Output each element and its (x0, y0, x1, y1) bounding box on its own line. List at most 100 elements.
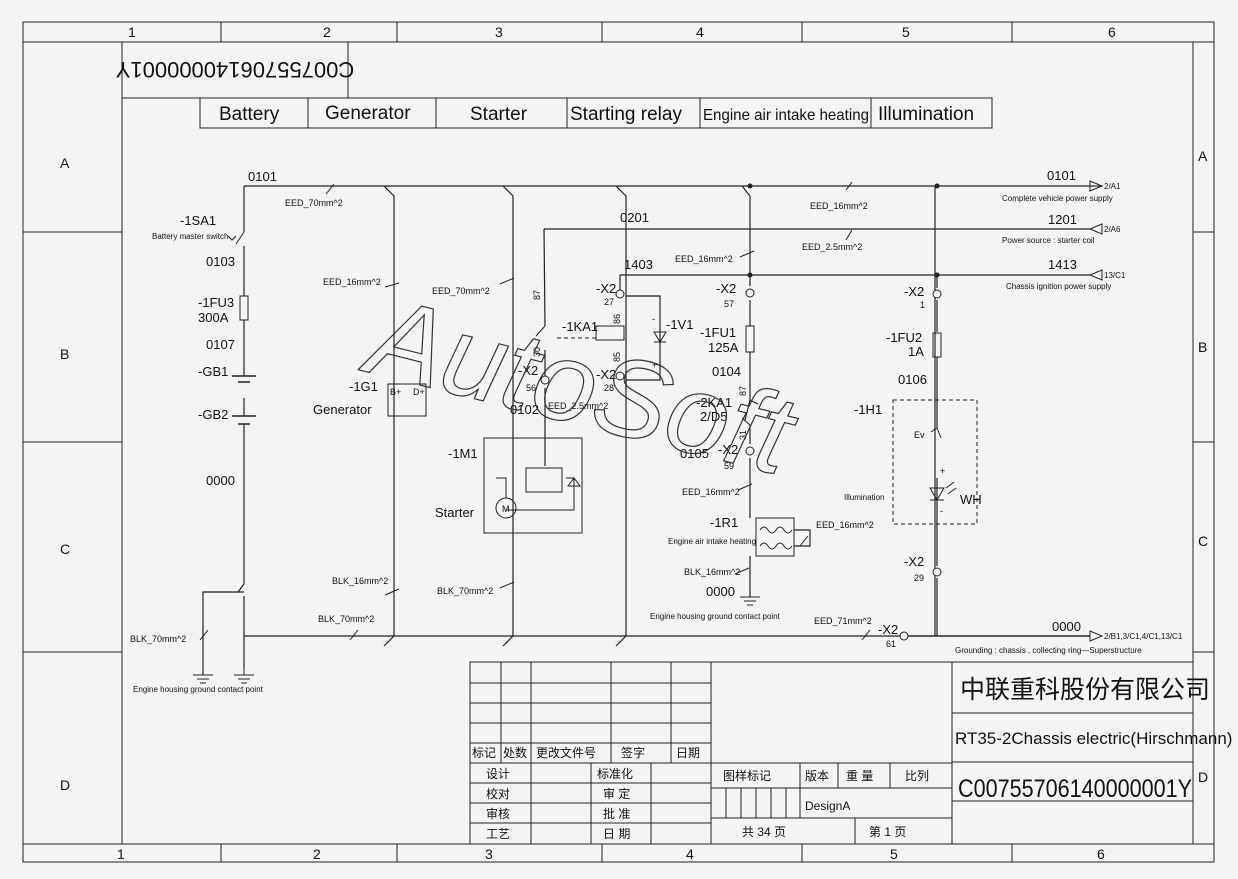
bottom-col-5: 5 (890, 846, 898, 862)
rev-doc: 更改文件号 (536, 745, 596, 760)
output-ref-2a6: 2/A6 (1104, 225, 1121, 234)
tab-starting-relay: Starting relay (570, 104, 682, 125)
generator-symbol (387, 196, 427, 417)
h1-minus: - (940, 506, 943, 516)
fuses (239, 295, 942, 358)
pin-30: 30 (532, 347, 542, 357)
output-ref-2a1: 2/A1 (1104, 182, 1121, 191)
wire-0000-heater: 0000 (706, 584, 735, 599)
h1-plus: + (940, 466, 945, 476)
pin-27: 27 (604, 297, 614, 307)
label-wh: WH (960, 492, 982, 507)
tb-review: 审核 (486, 806, 510, 821)
wire-0106: 0106 (898, 372, 927, 387)
wire-0105: 0105 (680, 446, 709, 461)
pin-87-b: 87 (738, 386, 748, 396)
label-1g1: -1G1 (349, 379, 378, 394)
wire-1403: 1403 (624, 257, 653, 272)
left-row-d: D (60, 777, 70, 793)
rev-count: 处数 (503, 745, 527, 760)
tab-generator: Generator (325, 103, 411, 124)
spec-eed70-top: EED_70mm^2 (285, 198, 343, 208)
pin-59: 59 (724, 461, 734, 471)
label-x2-59: -X2 (718, 442, 738, 457)
label-1fu1: -1FU1 (700, 325, 736, 340)
spec-eed70-starter: EED_70mm^2 (432, 286, 490, 296)
batteries (232, 375, 256, 425)
wire-0104: 0104 (712, 364, 741, 379)
right-row-a: A (1198, 148, 1208, 164)
output-arrows (1088, 180, 1104, 642)
spec-blk16-r1: BLK_16mm^2 (684, 567, 740, 577)
desc-illumination: Illumination (844, 493, 884, 502)
label-1m1: -1M1 (448, 446, 478, 461)
wire-0201: 0201 (620, 210, 649, 225)
tb-company: 中联重科股份有限公司 (960, 675, 1210, 704)
terminal-x2-28 (615, 371, 625, 381)
tb-approve-check: 审 定 (603, 786, 630, 801)
output-desc-2a6: Power source : starter coil (1002, 236, 1095, 245)
junction-dots (747, 183, 940, 278)
spec-eed16-r1: EED_16mm^2 (816, 520, 874, 530)
spec-eed16-1403: EED_16mm^2 (675, 254, 733, 264)
label-x2-27: -X2 (596, 281, 616, 296)
pin-1: 1 (920, 300, 925, 310)
bottom-col-2: 2 (313, 846, 321, 862)
frame-labels: 1 2 3 4 5 6 1 2 3 4 5 6 A B C D A B C D (60, 24, 1208, 862)
terminal-x2-56 (540, 375, 550, 385)
output-desc-ground: Grounding : chassis , collecting ring—Su… (955, 646, 1142, 655)
label-1fu1-rating: 125A (708, 340, 739, 355)
label-x2-56: -X2 (518, 363, 538, 378)
wire-0000-right: 0000 (1052, 619, 1081, 634)
left-row-c: C (60, 541, 70, 557)
gen-dplus: D+ (413, 387, 425, 397)
pin-85: 85 (612, 352, 622, 362)
label-2ka1-ref: 2/D5 (700, 409, 727, 424)
watermark: AutoSoft (352, 272, 809, 500)
tab-battery: Battery (219, 104, 280, 125)
pin-57: 57 (724, 299, 734, 309)
arrow-13c1 (1088, 269, 1103, 281)
label-gb1: -GB1 (198, 364, 228, 379)
terminal-x2-57 (745, 288, 755, 298)
spec-eed16-heat: EED_16mm^2 (682, 487, 740, 497)
arrow-ground (1089, 630, 1104, 642)
title-block (469, 661, 1194, 845)
output-ref-13c1: 13/C1 (1104, 271, 1126, 280)
right-row-b: B (1198, 339, 1207, 355)
tb-version: 版本 (805, 769, 829, 783)
bottom-col-3: 3 (485, 846, 493, 862)
rev-date: 日期 (676, 746, 700, 760)
battery-master-switch (227, 231, 245, 245)
left-row-b: B (60, 346, 69, 362)
wire-1413: 1413 (1048, 257, 1077, 272)
motor-m: M (502, 504, 510, 514)
wire-0107: 0107 (206, 337, 235, 352)
pin-28: 28 (604, 383, 614, 393)
desc-battery-switch: Battery master switch (152, 232, 228, 241)
top-col-2: 2 (323, 24, 331, 40)
top-col-6: 6 (1108, 24, 1116, 40)
top-col-1: 1 (128, 24, 136, 40)
pin-56: 56 (526, 383, 536, 393)
label-x2-29: -X2 (904, 554, 924, 569)
gen-bplus: B+ (390, 387, 401, 397)
terminals (540, 288, 942, 641)
label-starter: Starter (435, 505, 475, 520)
label-1fu3: -1FU3 (198, 295, 234, 310)
label-1sa1: -1SA1 (180, 213, 216, 228)
tb-weight: 重 量 (846, 769, 873, 783)
spec-blk70-bottom: BLK_70mm^2 (318, 614, 374, 624)
label-2ka1: -2KA1 (696, 395, 732, 410)
section-tabs (199, 97, 993, 129)
label-gb2: -GB2 (198, 407, 228, 422)
label-1fu2: -1FU2 (886, 330, 922, 345)
tab-engine-air-intake-heating: Engine air intake heating (703, 107, 869, 124)
relay-2ka1-contact (741, 399, 759, 426)
bottom-col-4: 4 (686, 846, 694, 862)
wire-ticks (199, 181, 871, 641)
top-col-3: 3 (495, 24, 503, 40)
label-x2-61: -X2 (878, 622, 898, 637)
pin-87: 87 (532, 290, 542, 300)
label-x2-57: -X2 (716, 281, 736, 296)
